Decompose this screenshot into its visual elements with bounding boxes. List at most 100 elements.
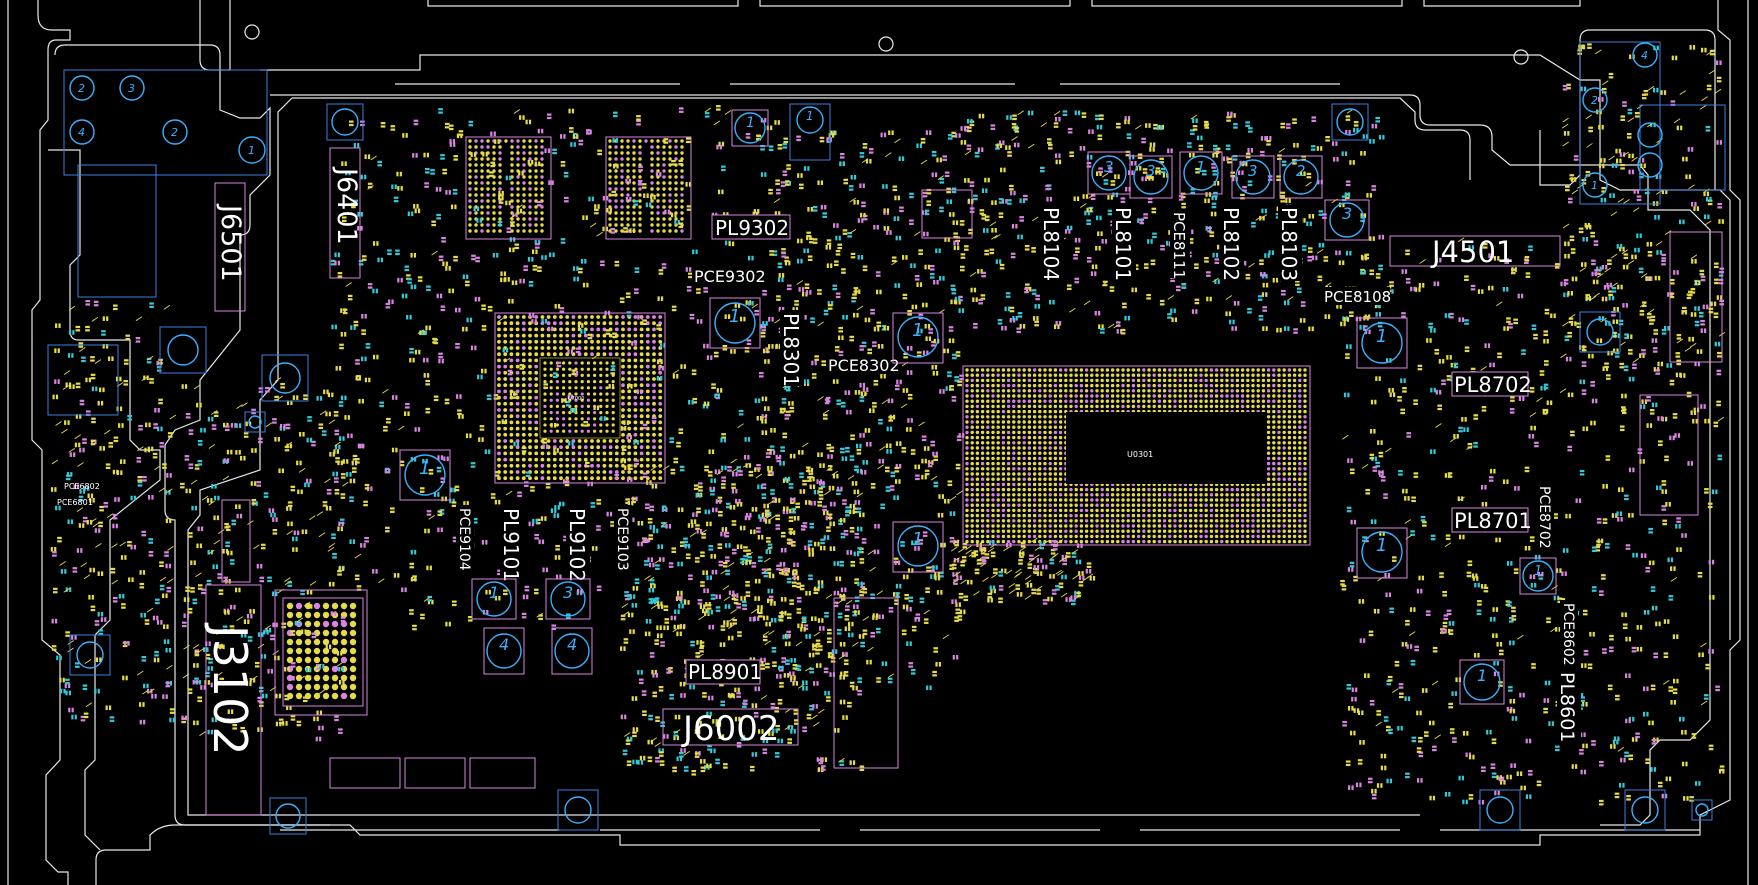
ball-pad — [1204, 493, 1208, 497]
ball-pad — [645, 339, 650, 344]
ball-pad — [1079, 498, 1084, 502]
ball-pad — [565, 470, 570, 474]
pad — [711, 383, 716, 386]
pad — [911, 304, 914, 310]
ball-pad — [486, 157, 490, 161]
ball-pad — [632, 211, 636, 215]
ball-pad — [645, 346, 650, 350]
pad — [570, 408, 573, 413]
pad — [518, 170, 521, 176]
ball-pad — [1064, 519, 1068, 523]
pad — [952, 212, 955, 217]
pad — [556, 365, 562, 368]
pad — [343, 308, 346, 313]
pad — [428, 469, 434, 472]
pad — [380, 125, 386, 128]
ball-pad — [965, 493, 969, 497]
ball-pad — [1261, 519, 1266, 523]
ball-pad — [503, 315, 508, 319]
ball-pad — [980, 404, 985, 409]
pad — [513, 441, 516, 447]
ball-pad — [1006, 389, 1011, 393]
ball-pad — [1287, 461, 1292, 466]
pad — [680, 364, 683, 369]
pad — [414, 284, 417, 290]
ball-pad — [1240, 389, 1245, 393]
ball-pad — [1064, 373, 1068, 377]
ball-pad — [1027, 430, 1032, 435]
ball-pad — [1256, 539, 1260, 544]
ball-pad — [1043, 529, 1047, 533]
ball-pad — [1272, 513, 1276, 518]
ball-pad — [633, 383, 638, 388]
pad — [796, 135, 801, 138]
ball-pad — [668, 139, 672, 143]
pad — [573, 136, 578, 139]
pad — [412, 357, 415, 363]
ball-pad — [1136, 373, 1141, 377]
pad — [458, 307, 461, 313]
ball-pad — [503, 432, 508, 437]
pad — [531, 256, 534, 262]
ball-pad — [975, 467, 980, 471]
ball-pad — [668, 199, 672, 203]
ball-pad — [645, 358, 650, 363]
ball-pad — [1121, 383, 1125, 388]
ball-pad — [509, 395, 514, 400]
pad — [557, 505, 560, 510]
ball-pad — [1126, 383, 1130, 388]
ball-pad — [1064, 399, 1068, 403]
ball-pad — [639, 346, 644, 350]
ball-pad — [510, 181, 514, 185]
ball-pad — [980, 378, 985, 383]
ball-pad — [1303, 456, 1307, 461]
ball-pad — [1287, 415, 1292, 419]
pad — [448, 190, 451, 195]
ball-pad — [1136, 368, 1141, 372]
ball-pad — [1105, 524, 1110, 528]
ball-pad — [614, 451, 619, 456]
ball-pad — [486, 163, 490, 167]
pad — [508, 247, 512, 253]
ball-pad — [656, 205, 660, 209]
pad — [849, 339, 855, 342]
ball-pad — [1006, 461, 1011, 466]
ball-pad — [1194, 493, 1198, 497]
ball-pad — [590, 339, 594, 344]
pad — [451, 288, 455, 294]
pad — [689, 317, 695, 320]
ball-pad — [1162, 378, 1167, 383]
ball-pad — [1292, 420, 1297, 424]
pad — [784, 417, 790, 420]
ball-pad — [1220, 524, 1224, 528]
ball-pad — [1272, 394, 1276, 398]
ball-pad — [965, 441, 969, 445]
pad — [355, 375, 358, 381]
ball-pad — [1204, 378, 1208, 383]
ball-pad — [1027, 399, 1032, 403]
ball-pad — [1058, 446, 1063, 450]
pad — [925, 210, 928, 215]
pad — [438, 358, 441, 364]
ball-pad — [975, 539, 980, 544]
ball-pad — [1001, 534, 1006, 539]
ball-pad — [568, 367, 572, 371]
ball-pad — [1292, 441, 1297, 445]
ball-pad — [1006, 513, 1011, 518]
ball-pad — [975, 534, 980, 539]
ball-pad — [509, 339, 514, 344]
pad — [779, 682, 784, 685]
pad — [906, 346, 910, 351]
pad — [566, 613, 571, 616]
pad — [711, 386, 716, 389]
ball-pad — [975, 503, 980, 507]
ball-pad — [608, 139, 612, 143]
ball-pad — [633, 327, 638, 332]
pad — [939, 571, 944, 575]
ball-pad — [980, 487, 985, 492]
pad — [761, 493, 767, 496]
ball-pad — [1064, 389, 1068, 393]
ball-pad — [492, 193, 496, 197]
pad — [427, 599, 431, 605]
